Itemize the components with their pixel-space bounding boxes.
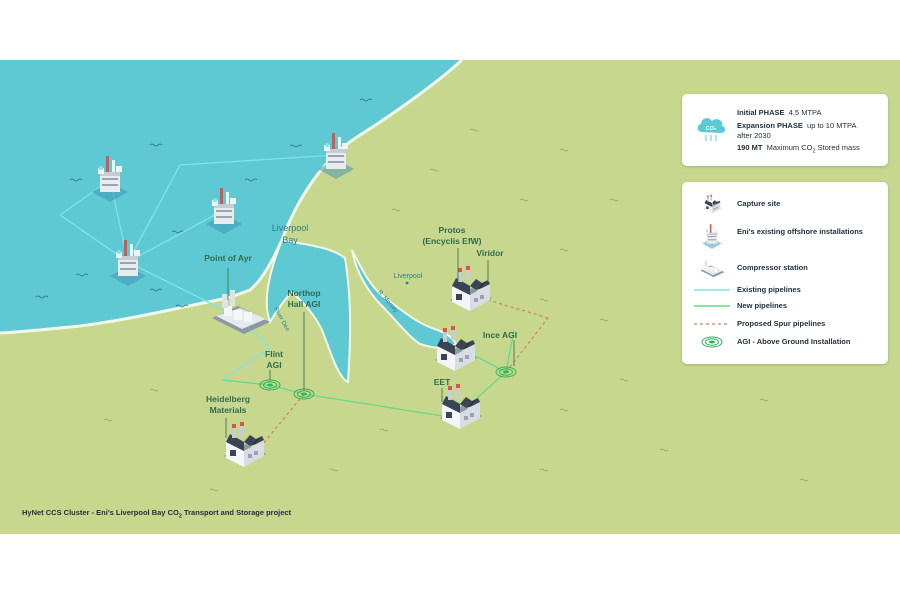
label-protos: (Encyclis EfW) (422, 236, 481, 246)
label-leaders (225, 248, 515, 438)
label-liverpool-city: Liverpool (394, 273, 423, 280)
label-northop-hall: Northop (287, 288, 320, 298)
initial-phase-row: Initial PHASE 4,5 MTPA (737, 108, 822, 117)
legend-item-compressor: Compressor station (682, 258, 888, 278)
spur-pipeline-swatch (694, 323, 730, 325)
legend-label: AGI - Above Ground Installation (737, 337, 851, 346)
label-flint: Flint (265, 349, 283, 359)
caption: HyNet CCS Cluster - Eni's Liverpool Bay … (22, 508, 292, 520)
legend-label: Existing pipelines (737, 285, 801, 294)
coastline (0, 60, 464, 335)
expansion-phase-note: after 2030 (737, 131, 771, 140)
label-northop-hall: Hall AGI (288, 299, 321, 309)
label-point-of-ayr: Point of Ayr (204, 253, 252, 263)
legend-item-offshore: Eni's existing offshore installations (682, 222, 888, 250)
legend-item-existing-pipelines: Existing pipelines (682, 280, 888, 300)
platform-icon (702, 224, 722, 249)
agi-icon (701, 336, 723, 348)
agi-icon (495, 366, 517, 378)
label-viridor: Viridor (476, 248, 504, 258)
legend-item-capture-site: Capture site (682, 194, 888, 214)
label-heidelberg: Heidelberg (206, 394, 250, 404)
label-ince-agi: Ince AGI (483, 330, 517, 340)
compressor-station-icon (212, 290, 270, 334)
wave-marks (35, 98, 373, 308)
legend-item-spur-pipelines: Proposed Spur pipelines (682, 314, 888, 334)
expansion-phase-row: Expansion PHASE up to 10 MTPA (737, 121, 857, 130)
legend-label: New pipelines (737, 301, 788, 310)
compressor-station-icon (700, 260, 725, 278)
legend-item-new-pipelines: New pipelines (682, 296, 888, 316)
spur-pipelines (257, 299, 549, 451)
svg-text:CO₂: CO₂ (706, 126, 717, 132)
phase-summary-card: CO₂ Initial PHASE 4,5 MTPA Expansion PHA… (682, 94, 888, 166)
factory-icon (703, 194, 722, 214)
label-liverpool-bay: Bay (282, 235, 298, 245)
label-heidelberg: Materials (210, 405, 247, 415)
existing-pipeline-swatch (694, 289, 730, 291)
label-liverpool-bay: Liverpool (272, 223, 309, 233)
label-protos: Protos (439, 225, 466, 235)
legend-label: Eni's existing offshore installations (737, 227, 863, 236)
legend-label: Capture site (737, 199, 781, 208)
legend-label: Compressor station (737, 263, 808, 272)
storage-row: 190 MT Maximum CO2 Stored mass (737, 143, 860, 155)
new-pipeline-swatch (694, 305, 730, 307)
label-flint: AGI (266, 360, 281, 370)
sea (0, 60, 462, 333)
agi-icon (259, 379, 281, 391)
legend: Capture site Eni's existing offshore ins… (682, 182, 888, 364)
river-dee (265, 238, 352, 384)
grass-marks (103, 128, 809, 492)
label-eet: EET (434, 377, 451, 387)
legend-label: Proposed Spur pipelines (737, 319, 826, 328)
liverpool-city-dot (405, 281, 409, 285)
co2-cloud-icon: CO₂ (697, 118, 726, 141)
legend-item-agi: AGI - Above Ground Installation (682, 332, 888, 352)
agi-icon (293, 388, 315, 400)
